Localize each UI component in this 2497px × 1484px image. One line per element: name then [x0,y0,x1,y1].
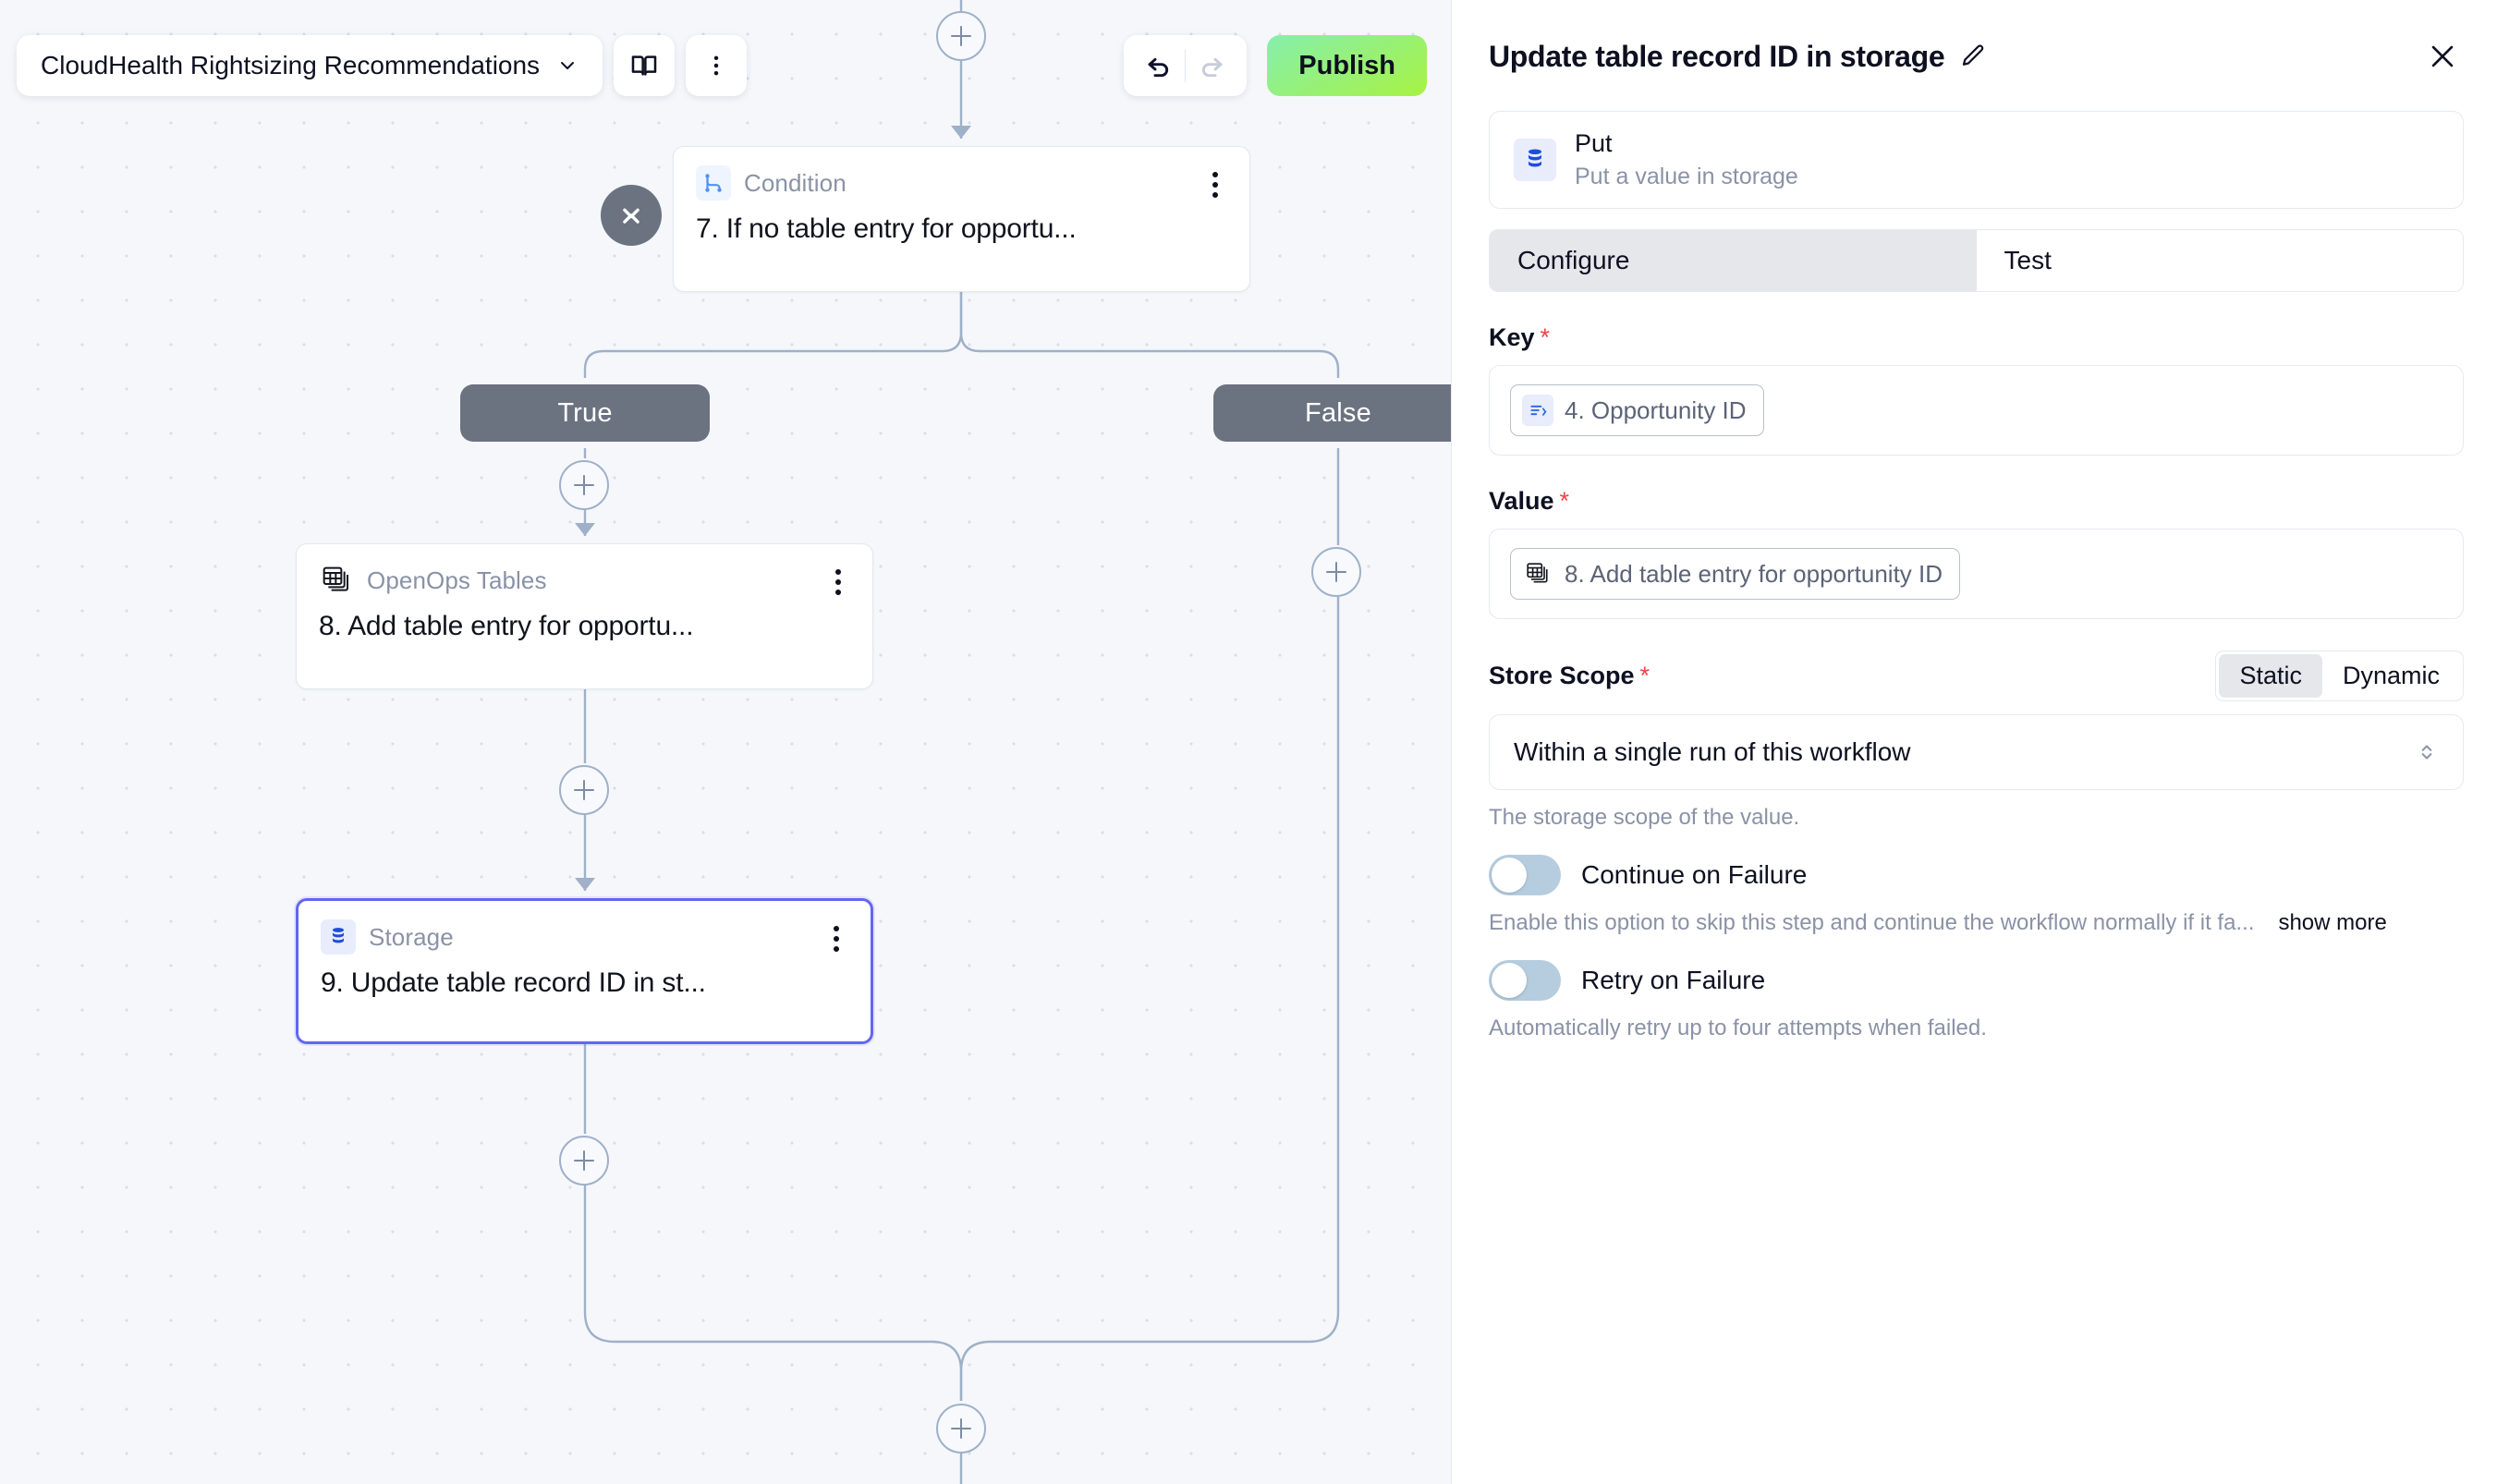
node-kind-label: Storage [369,922,454,951]
action-description: Put a value in storage [1575,164,1798,189]
action-name: Put [1575,129,1613,157]
workflow-name-label: CloudHealth Rightsizing Recommendations [41,51,541,79]
required-asterisk: * [1559,487,1570,515]
key-input[interactable]: 4. Opportunity ID [1489,365,2464,456]
canvas-toolbar-left: CloudHealth Rightsizing Recommendations [17,35,748,96]
workflow-node-storage[interactable]: Storage 9. Update table record ID in st.… [296,898,873,1044]
retry-on-failure-toggle[interactable] [1489,960,1561,1001]
add-step-button-top[interactable] [936,11,986,61]
continue-on-failure-toggle[interactable] [1489,855,1561,895]
workflow-canvas[interactable]: True False Condition 7. If no table entr… [0,0,1451,1484]
workflow-node-condition[interactable]: Condition 7. If no table entry for oppor… [673,146,1250,292]
add-step-button-true[interactable] [559,460,609,510]
show-more-link[interactable]: show more [2278,910,2387,935]
kebab-menu-icon [713,55,719,76]
add-step-button-between[interactable] [559,765,609,815]
add-step-button-merge[interactable] [936,1404,986,1454]
store-scope-select[interactable]: Within a single run of this workflow [1489,714,2464,790]
workflow-edges [575,0,1340,1484]
node-menu-button[interactable] [824,566,852,598]
required-asterisk: * [1639,662,1650,689]
undo-redo-group [1123,35,1248,96]
branch-label-false[interactable]: False [1213,384,1451,442]
tab-configure[interactable]: Configure [1490,230,1977,291]
workflow-name-dropdown[interactable]: CloudHealth Rightsizing Recommendations [17,35,603,96]
database-icon [321,919,356,955]
continue-on-failure-row: Continue on Failure [1489,855,2464,895]
action-summary-card: Put Put a value in storage [1489,111,2464,209]
continue-on-failure-label: Continue on Failure [1581,860,1808,889]
node-header: Condition [696,165,1227,201]
continue-on-failure-help-text: Enable this option to skip this step and… [1489,910,2255,935]
stacked-table-icon [1522,558,1553,590]
add-step-button-false[interactable] [1311,547,1361,597]
segment-dynamic[interactable]: Dynamic [2322,654,2460,698]
store-scope-label: Store Scope* [1489,662,1650,690]
publish-button[interactable]: Publish [1267,35,1427,96]
value-input[interactable]: 8. Add table entry for opportunity ID [1489,529,2464,619]
redo-button[interactable] [1186,40,1237,91]
pencil-icon[interactable] [1959,43,1987,70]
retry-on-failure-help: Automatically retry up to four attempts … [1489,1016,1987,1040]
node-title: 9. Update table record ID in st... [321,967,706,998]
node-header: Storage [321,919,848,955]
store-scope-help: The storage scope of the value. [1489,805,1800,830]
store-scope-label-text: Store Scope [1489,662,1635,689]
tab-test[interactable]: Test [1976,230,2463,291]
toggle-knob [1492,963,1527,998]
continue-on-failure-help: Enable this option to skip this step and… [1489,910,2464,936]
retry-on-failure-label: Retry on Failure [1581,966,1766,994]
toggle-knob [1492,858,1527,893]
collapse-branch-button[interactable] [601,185,662,246]
collapse-chevrons-icon [623,208,639,224]
node-kind-label: OpenOps Tables [367,566,547,594]
branch-condition-icon [696,165,731,201]
store-scope-selected-value: Within a single run of this workflow [1514,737,1911,766]
undo-arrow-icon [1148,57,1168,78]
key-field-label: Key* [1489,323,2464,352]
toolbar-divider [1184,49,1187,82]
node-header: OpenOps Tables [319,563,850,598]
key-chip-text: 4. Opportunity ID [1565,395,1747,424]
chevron-down-icon [561,62,575,69]
undo-button[interactable] [1133,40,1185,91]
close-x-icon[interactable] [2421,35,2464,78]
node-menu-button[interactable] [822,923,850,955]
stacked-table-icon [319,563,354,598]
redo-arrow-icon [1202,57,1223,78]
value-label-text: Value [1489,487,1554,515]
key-value-chip[interactable]: 4. Opportunity ID [1510,384,1764,436]
retry-on-failure-row: Retry on Failure [1489,960,2464,1001]
docs-button[interactable] [614,35,676,96]
branch-label-true[interactable]: True [460,384,710,442]
panel-tabs: Configure Test [1489,229,2464,292]
node-title: 8. Add table entry for opportu... [319,611,694,641]
static-dynamic-toggle: Static Dynamic [2215,651,2464,701]
store-scope-row: Store Scope* Static Dynamic [1489,651,2464,701]
panel-header: Update table record ID in storage [1489,31,2464,81]
value-chip[interactable]: 8. Add table entry for opportunity ID [1510,548,1961,600]
node-menu-button[interactable] [1201,169,1229,201]
action-text: Put Put a value in storage [1575,129,1798,190]
node-title: 7. If no table entry for opportu... [696,213,1077,244]
step-output-icon [1522,395,1553,426]
value-chip-text: 8. Add table entry for opportunity ID [1565,559,1943,588]
node-kind-label: Condition [744,168,847,197]
book-icon [631,55,657,76]
required-asterisk: * [1540,323,1551,351]
segment-static[interactable]: Static [2219,654,2322,698]
step-settings-panel: Update table record ID in storage [1451,0,2497,1484]
workflow-node-openops-tables[interactable]: OpenOps Tables 8. Add table entry for op… [296,543,873,689]
database-icon [1514,139,1556,181]
canvas-toolbar-right: Publish [1123,35,1427,96]
panel-title: Update table record ID in storage [1489,39,1945,73]
add-step-button-after[interactable] [559,1136,609,1186]
key-label-text: Key [1489,323,1535,351]
value-field-label: Value* [1489,487,2464,516]
chevron-updown-icon [2415,740,2439,764]
more-options-button[interactable] [686,35,748,96]
